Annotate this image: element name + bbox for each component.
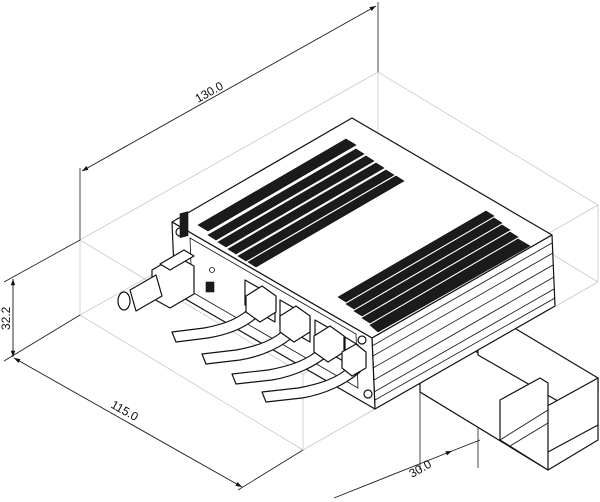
dimension-width-label: 115.0	[109, 397, 142, 424]
ethernet-cables	[171, 285, 367, 403]
reset-button-icon	[209, 267, 215, 273]
side-ribs	[371, 242, 556, 401]
status-led-icon	[205, 281, 215, 293]
screw-icon	[357, 335, 367, 345]
dimension-height: 32.2	[0, 239, 81, 362]
dimension-height-label: 32.2	[0, 306, 13, 330]
screw-icon	[363, 389, 373, 399]
cooling-fins-left	[197, 138, 405, 268]
dimension-length-label: 130.0	[193, 79, 226, 106]
power-connector	[117, 211, 195, 312]
rj45-plugs	[245, 285, 367, 377]
device-housing	[171, 117, 556, 410]
cooling-fins-right	[337, 210, 531, 333]
dimension-rail-label: 30.0	[407, 457, 435, 481]
